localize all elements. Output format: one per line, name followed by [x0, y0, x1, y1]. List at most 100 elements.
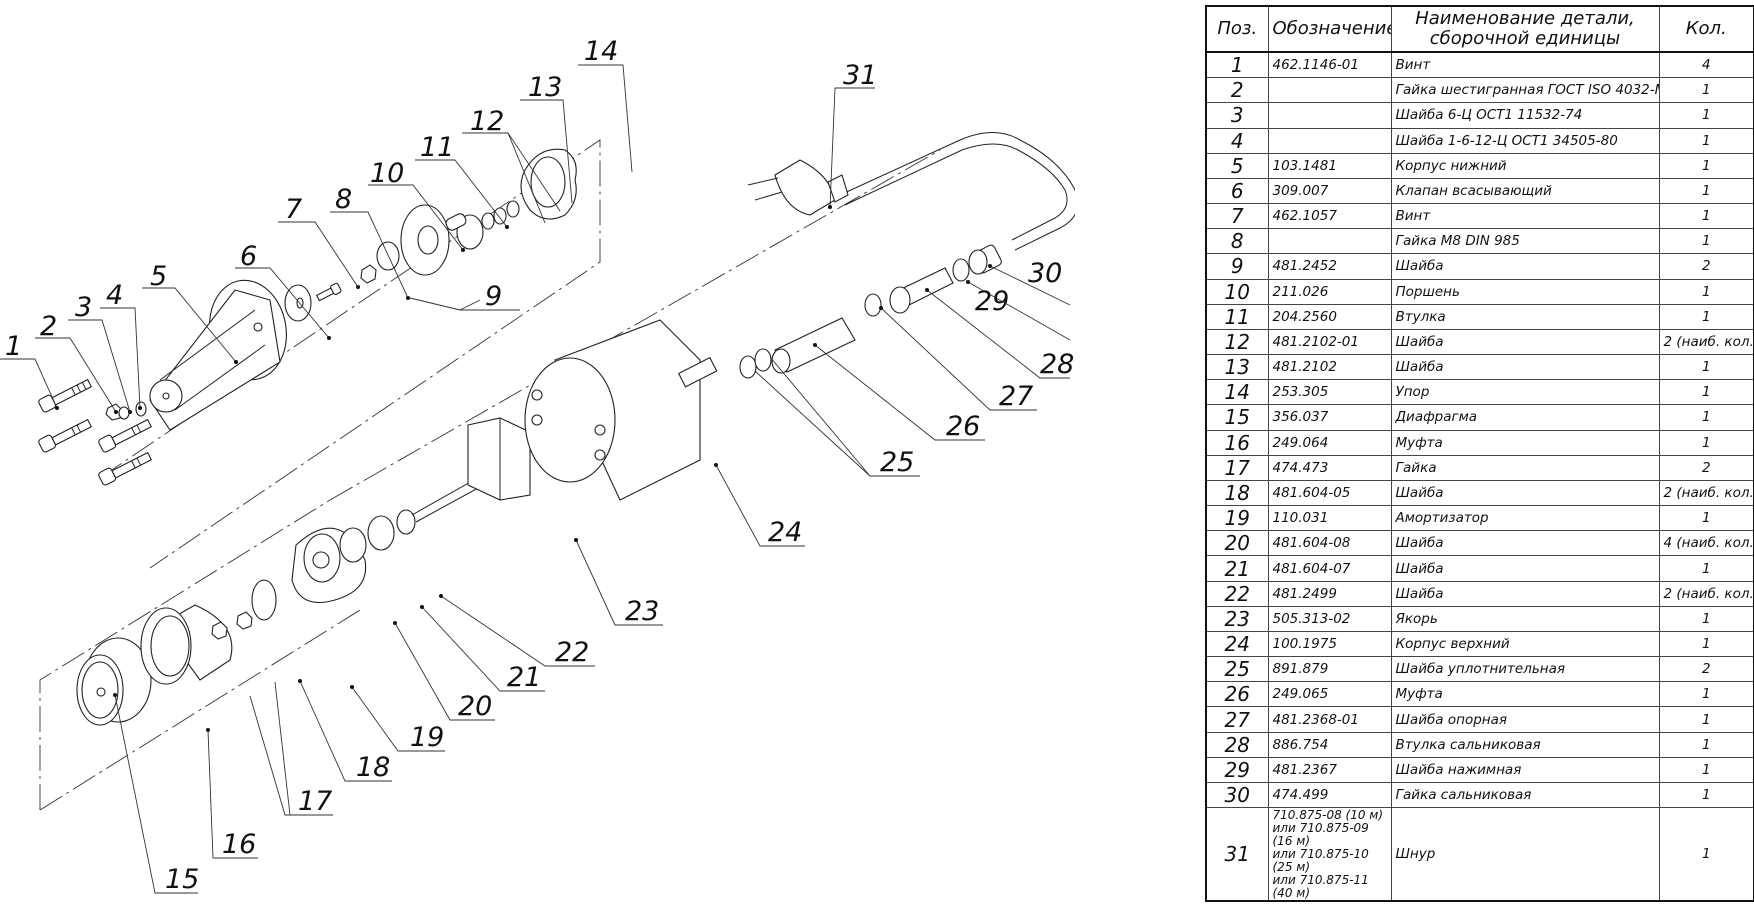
cell-pos: 30	[1205, 781, 1269, 809]
cell-pos: 27	[1205, 706, 1269, 733]
callout-24: 24	[768, 517, 802, 548]
callout-7: 7	[285, 194, 302, 225]
cell-pos: 4	[1205, 127, 1269, 154]
cell-designation: 309.007	[1267, 177, 1392, 205]
cell-name: Муфта	[1390, 429, 1660, 456]
callout-31: 31	[843, 60, 877, 91]
header-designation: Обозначение	[1267, 5, 1392, 53]
cell-designation: 100.1975	[1267, 630, 1392, 658]
cell-qty: 1	[1658, 77, 1754, 104]
cell-pos: 18	[1205, 479, 1269, 507]
callout-30: 30	[1028, 258, 1062, 289]
cell-qty: 1	[1658, 102, 1754, 129]
cell-name: Шайба	[1390, 530, 1660, 557]
part-5-lower-housing	[149, 279, 287, 431]
cell-pos: 19	[1205, 505, 1269, 532]
part-12-washer-b	[493, 207, 507, 225]
cell-pos: 7	[1205, 203, 1269, 230]
callout-1: 1	[5, 331, 22, 362]
part-18-washer	[251, 579, 277, 621]
axis-lower-diag	[39, 609, 361, 811]
cell-designation: 481.604-08	[1267, 530, 1392, 557]
part-15-diaphragm	[76, 637, 152, 726]
cell-qty: 1	[1658, 630, 1754, 658]
header-qty: Кол.	[1658, 5, 1754, 53]
cell-designation: 481.2499	[1267, 580, 1392, 607]
callout-23: 23	[625, 596, 659, 627]
part-31-cord	[747, 132, 1075, 251]
cell-pos: 23	[1205, 605, 1269, 632]
cell-pos: 13	[1205, 354, 1269, 381]
cell-name: Упор	[1390, 379, 1660, 406]
cell-name: Винт	[1390, 203, 1660, 230]
cell-designation: 462.1146-01	[1267, 51, 1392, 79]
table-header-row: Поз. Обозначение Наименование детали,сбо…	[1205, 5, 1754, 53]
cell-qty: 1	[1658, 278, 1754, 305]
callout-16: 16	[222, 829, 256, 860]
axis-lower	[39, 499, 331, 810]
cell-pos: 2	[1205, 77, 1269, 104]
cell-qty: 1	[1658, 354, 1754, 381]
cell-qty: 4 (наиб. кол.)	[1658, 530, 1754, 557]
designation-line: или 710.875-09 (16 м)	[1272, 820, 1369, 848]
part-24-upper-housing	[524, 319, 718, 501]
cell-qty: 1	[1658, 781, 1754, 809]
part-17-nut-a	[211, 621, 228, 640]
cell-pos: 21	[1205, 555, 1269, 582]
cell-pos: 16	[1205, 429, 1269, 456]
cell-pos: 11	[1205, 303, 1269, 330]
cell-designation: 249.064	[1267, 429, 1392, 456]
cell-name: Шайба 1-6-12-Ц ОСТ1 34505-80	[1390, 127, 1660, 154]
cell-qty: 1	[1658, 605, 1754, 632]
cell-designation: 356.037	[1267, 404, 1392, 431]
cell-designation: 710.875-08 (10 м)или 710.875-09 (16 м)ил…	[1267, 807, 1392, 902]
cell-name: Шайба	[1390, 253, 1660, 280]
part-1-bolts	[38, 378, 153, 486]
callout-4: 4	[106, 280, 123, 311]
part-12-washer-a	[481, 212, 495, 230]
cell-name: Шайба	[1390, 479, 1660, 507]
part-25-seal-a	[739, 355, 757, 379]
cell-name: Гайка	[1390, 454, 1660, 481]
part-30-gland-nut	[968, 244, 1002, 275]
part-11-bushing	[445, 213, 467, 231]
cell-qty: 1	[1658, 731, 1754, 758]
callout-6: 6	[240, 241, 257, 272]
cell-qty: 2 (наиб. кол.)	[1658, 328, 1754, 356]
cell-name: Шайба нажимная	[1390, 756, 1660, 783]
cell-designation: 481.2102-01	[1267, 328, 1392, 356]
cell-name: Поршень	[1390, 278, 1660, 305]
cell-designation: 474.499	[1267, 781, 1392, 809]
cell-pos: 10	[1205, 278, 1269, 305]
callout-22: 22	[555, 637, 589, 668]
cell-qty: 1	[1658, 404, 1754, 431]
cell-pos: 25	[1205, 656, 1269, 683]
part-28-gland-bushing	[889, 267, 954, 314]
cell-pos: 31	[1205, 807, 1269, 902]
cell-name: Гайка М8 DIN 985	[1390, 228, 1660, 255]
header-name: Наименование детали,сборочной единицы	[1390, 5, 1660, 53]
cell-designation	[1267, 77, 1392, 104]
callout-18: 18	[356, 752, 390, 783]
cell-name: Муфта	[1390, 681, 1660, 708]
callout-10: 10	[370, 158, 404, 189]
header-name-line2: сборочной единицы	[1429, 28, 1621, 49]
cell-name: Гайка шестигранная ГОСТ ISO 4032-М6-8-А2…	[1390, 77, 1660, 104]
part-10-piston-inner	[417, 225, 439, 255]
cell-name: Корпус нижний	[1390, 152, 1660, 179]
cell-pos: 1	[1205, 51, 1269, 79]
cell-name: Амортизатор	[1390, 505, 1660, 532]
cell-designation: 481.604-05	[1267, 479, 1392, 507]
part-23-armature	[411, 417, 531, 523]
